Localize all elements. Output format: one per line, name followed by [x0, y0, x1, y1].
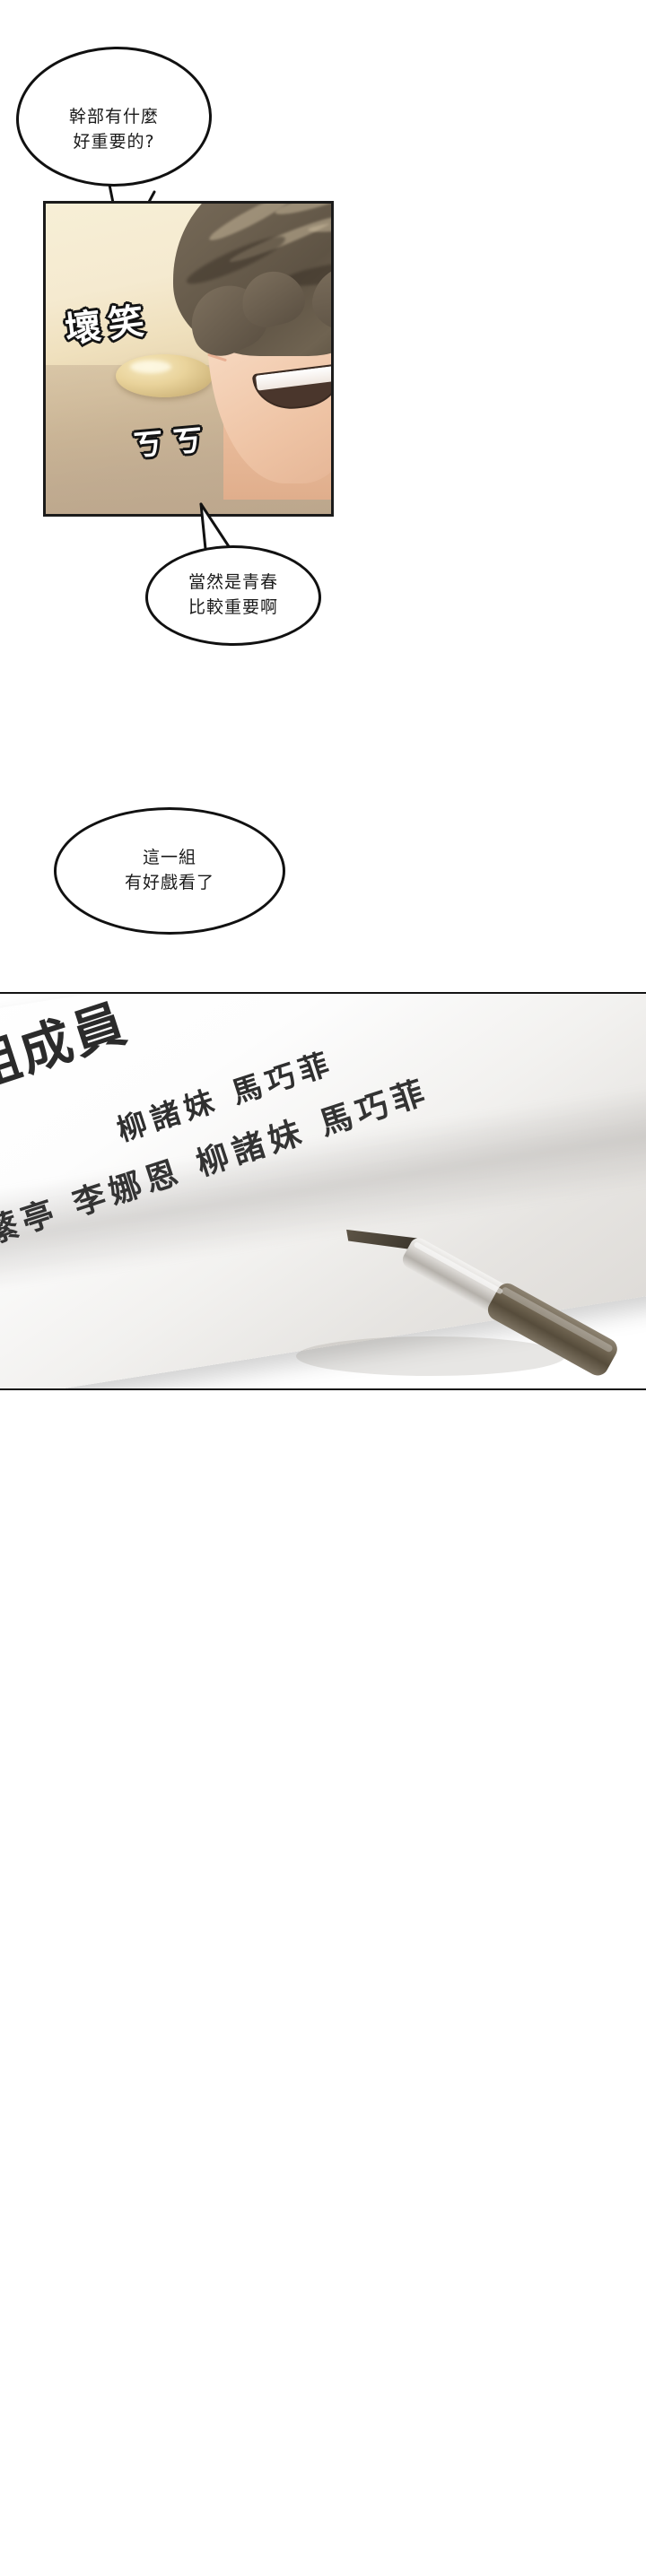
- sfx-evil-grin: 壞笑: [61, 298, 155, 352]
- golden-blob-shape: [116, 354, 213, 397]
- ballpoint-pen: [296, 1229, 617, 1376]
- speech-bubble-2-text: 當然是青春 比較重要啊: [188, 572, 278, 617]
- character-head: [173, 204, 331, 500]
- speech-bubble-1-text: 幹部有什麼 好重要的?: [68, 107, 159, 152]
- comic-panel-1: [43, 201, 334, 517]
- sfx-laugh: ㄎㄎ: [130, 420, 215, 466]
- speech-bubble-3: 這一組 有好戲看了: [54, 807, 285, 935]
- speech-bubble-1: 幹部有什麼 好重要的?: [16, 47, 212, 187]
- speech-bubble-3-text: 這一組 有好戲看了: [124, 848, 214, 892]
- paper-heading: 小組成員: [0, 992, 135, 1118]
- speech-bubble-2: 當然是青春 比較重要啊: [145, 545, 321, 646]
- comic-panel-2: 小組成員 柳諸妹 馬巧菲 鄭蘩亭 李娜恩 柳諸妹 馬巧菲: [0, 992, 646, 1390]
